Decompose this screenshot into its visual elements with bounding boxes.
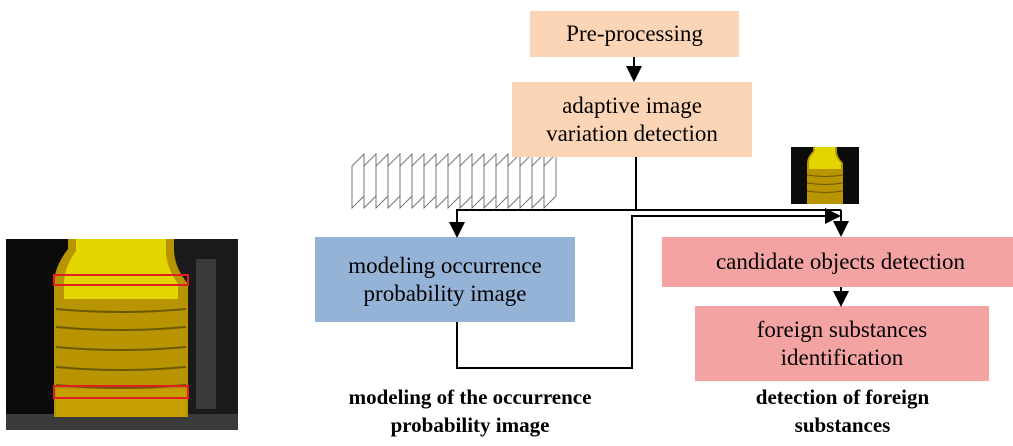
frame-sheet — [531, 152, 545, 210]
frame-sheet — [387, 152, 401, 210]
frame-sheet — [459, 152, 473, 210]
preprocessing-box: Pre-processing — [530, 11, 739, 57]
candidate-detection-box: candidate objects detection — [662, 237, 1013, 287]
foreign-identification-label: foreign substances identification — [756, 316, 928, 370]
frame-sheet — [423, 152, 437, 210]
frame-sheet — [399, 152, 413, 210]
frame-sheet — [495, 152, 509, 210]
frame-sheet — [543, 152, 557, 210]
adaptive-detection-label: adaptive image variation detection — [546, 92, 718, 146]
preprocessing-label: Pre-processing — [566, 21, 703, 46]
line-adaptive-split — [449, 157, 637, 238]
frame-sheet — [519, 152, 533, 210]
bottle-photo — [6, 239, 238, 430]
modeling-box: modeling occurrence probability image — [315, 237, 575, 322]
bottle-thumbnail — [791, 147, 859, 204]
candidate-detection-label: candidate objects detection — [715, 249, 966, 274]
frame-sheet — [375, 152, 389, 210]
adaptive-detection-box: adaptive image variation detection — [512, 82, 752, 157]
frame-sheet — [447, 152, 461, 210]
frame-sheet — [471, 152, 485, 210]
frame-sheet — [483, 152, 497, 210]
frame-sheet — [351, 152, 365, 210]
frame-sheet — [435, 152, 449, 210]
modeling-label: modeling occurrence probability image — [348, 252, 542, 306]
frame-sheet — [411, 152, 425, 210]
caption-detection: detection of foreign substances — [755, 385, 930, 437]
frame-sheet — [507, 152, 521, 210]
foreign-identification-box: foreign substances identification — [695, 306, 989, 381]
caption-modeling: modeling of the occurrence probability i… — [348, 385, 592, 437]
frame-sheet — [363, 152, 377, 210]
